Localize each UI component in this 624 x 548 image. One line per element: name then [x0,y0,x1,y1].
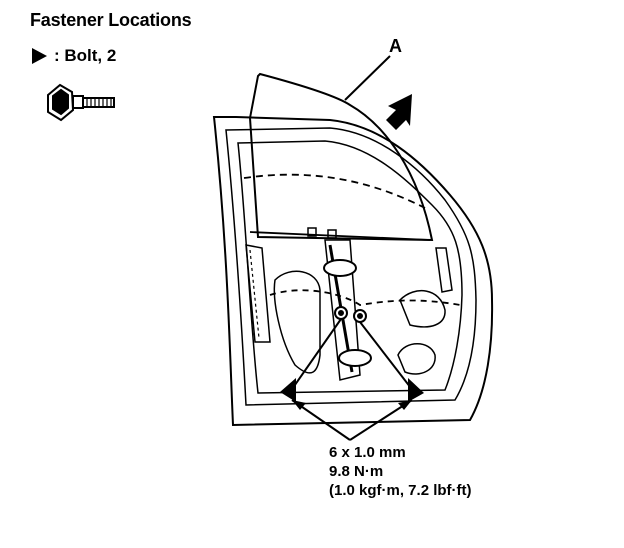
spec-size: 6 x 1.0 mm [329,444,406,461]
callout-label-a: A [389,36,402,56]
callout-a-leader [344,55,391,101]
spec-torque-alt: (1.0 kgf·m, 7.2 lbf·ft) [329,482,472,499]
bolt-illustration [47,83,115,122]
triangle-pointer-icon [408,378,424,402]
spec-torque-nm: 9.8 N·m [329,463,384,480]
door-panel [212,72,494,427]
page-title: Fastener Locations [30,10,192,30]
bolt-pointer-triangles [280,378,424,402]
direction-arrow-icon [386,94,412,130]
leader-lines [289,318,415,441]
bolt-locations [334,306,367,323]
triangle-pointer-icon [32,48,47,64]
bolt-legend-label: : Bolt, 2 [54,46,117,65]
fastener-spec: 6 x 1.0 mm 9.8 N·m (1.0 kgf·m, 7.2 lbf·f… [329,443,472,500]
triangle-pointer-icon [280,378,296,402]
bolt-legend: : Bolt, 2 [30,46,116,66]
